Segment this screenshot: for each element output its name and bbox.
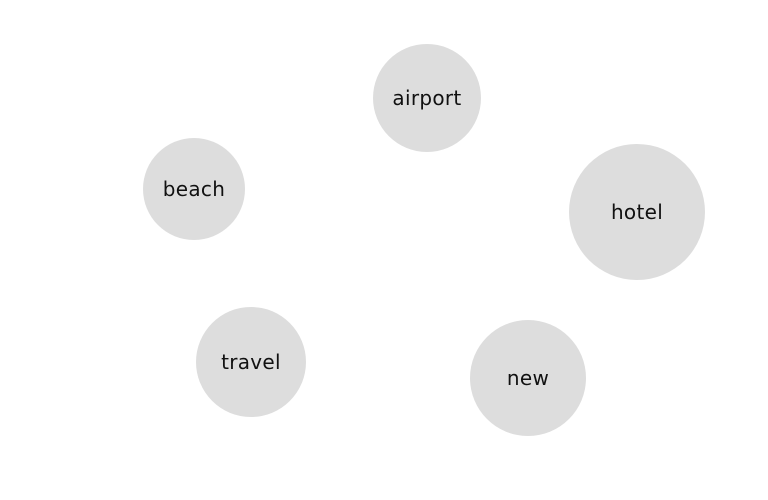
bubble-airport[interactable]: airport [373, 44, 481, 152]
bubble-label-travel: travel [221, 350, 281, 374]
bubble-travel[interactable]: travel [196, 307, 306, 417]
bubble-label-beach: beach [162, 177, 226, 201]
bubble-hotel[interactable]: hotel [569, 144, 705, 280]
bubble-label-hotel: hotel [610, 200, 664, 224]
bubble-new[interactable]: new [470, 320, 586, 436]
bubble-label-new: new [506, 366, 550, 390]
bubble-label-airport: airport [392, 86, 462, 110]
bubble-beach[interactable]: beach [143, 138, 245, 240]
